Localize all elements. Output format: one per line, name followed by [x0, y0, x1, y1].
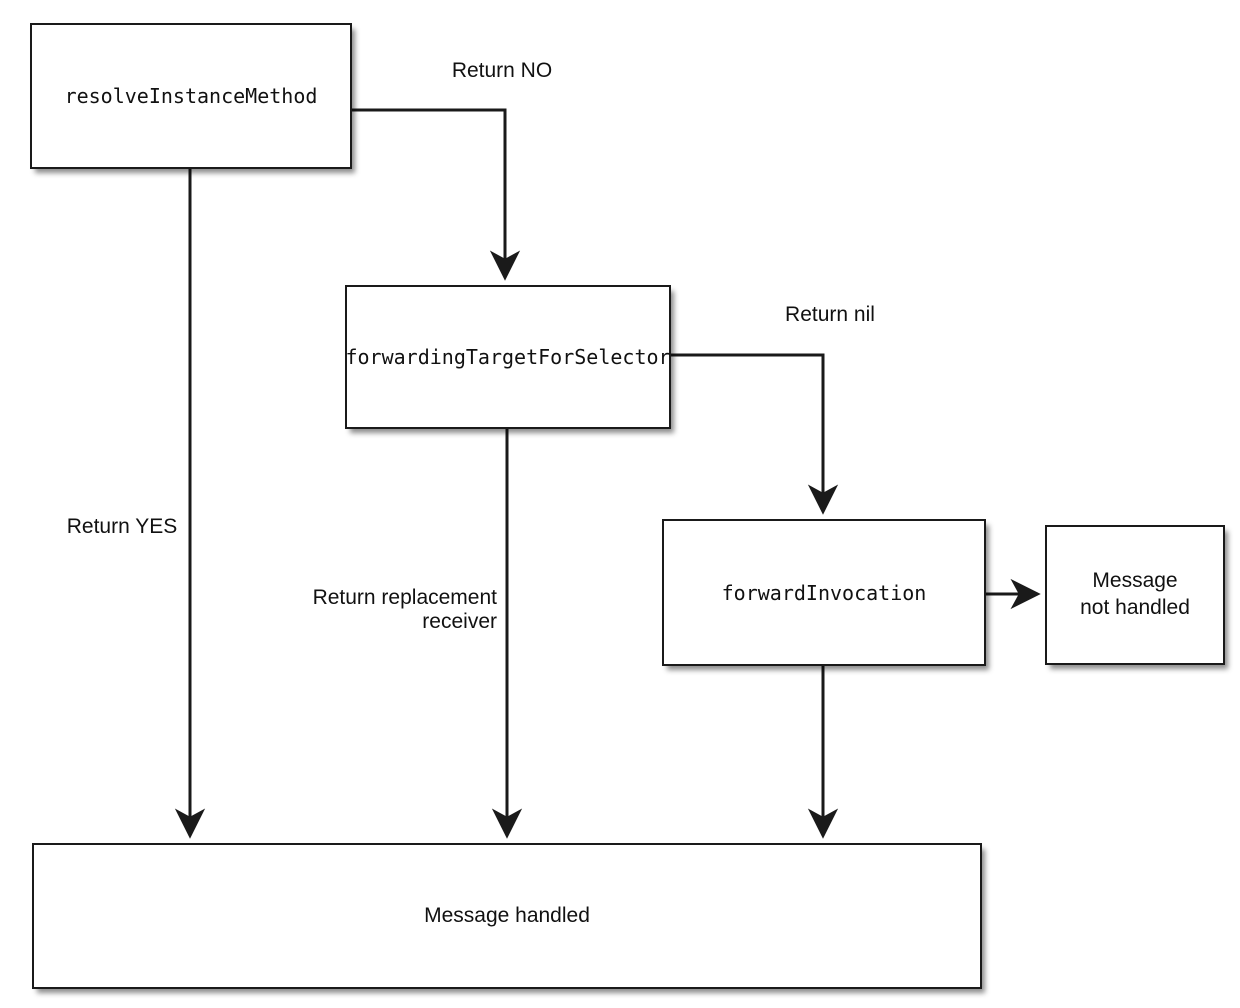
edge-return-no-path	[352, 108, 521, 281]
edge-label-return-yes: Return YES	[66, 515, 178, 538]
edge-label-return-nil: Return nil	[785, 303, 875, 326]
edge-return-nil-path	[671, 353, 839, 515]
node-forwarding-target-for-selector[interactable]: forwardingTargetForSelector	[345, 285, 671, 429]
node-forward-invocation[interactable]: forwardInvocation	[662, 519, 986, 666]
node-resolve-instance-method[interactable]: resolveInstanceMethod	[30, 23, 352, 169]
node-message-handled[interactable]: Message handled	[32, 843, 982, 989]
edge-label-return-replacement-receiver: Return replacement receiver	[312, 586, 497, 633]
edge-label-return-no: Return NO	[451, 59, 553, 82]
node-message-not-handled[interactable]: Message not handled	[1045, 525, 1225, 665]
